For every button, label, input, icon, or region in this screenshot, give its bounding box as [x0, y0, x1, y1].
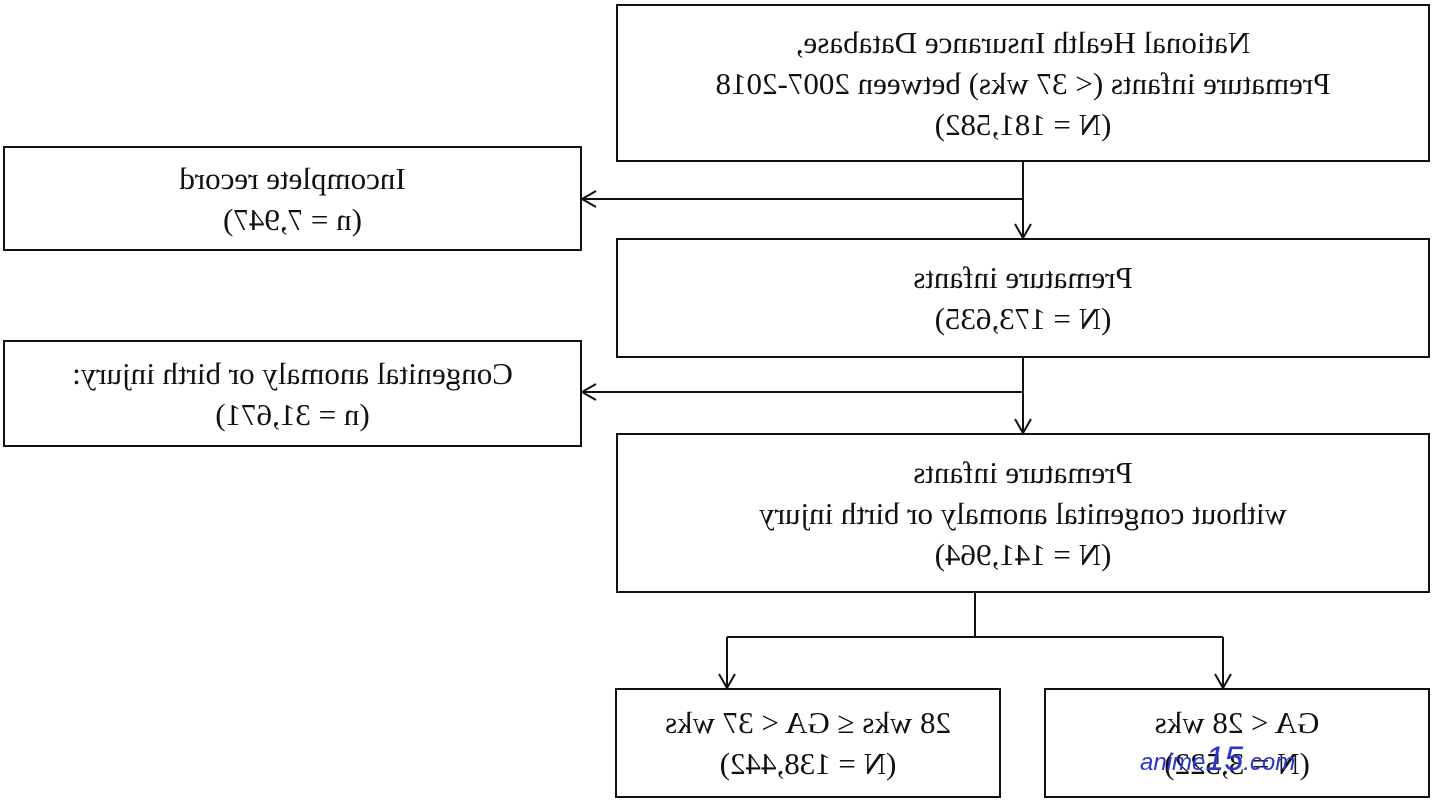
- source-line-2: Premature infants (< 37 wks) between 200…: [715, 65, 1331, 101]
- 28-to-37-count: (N = 138,442): [719, 746, 897, 781]
- arrowhead-congenital: [579, 383, 597, 401]
- congenital-count: (n = 31,671): [215, 396, 370, 432]
- under-28-label: GA < 28 wks: [1154, 705, 1320, 740]
- source-box: National Health Insurance Database, Prem…: [616, 4, 1430, 162]
- incomplete-record-box: Incomplete record (n = 7,947): [3, 146, 582, 251]
- premature-label: Premature infants: [913, 260, 1133, 295]
- premature-clean-count: (N = 141,964): [934, 536, 1112, 572]
- arrowhead-incomplete: [579, 190, 597, 208]
- source-line-1: National Health Insurance Database,: [795, 24, 1251, 60]
- 28-to-37-box: 28 wks ≤ GA < 37 wks (N = 138,442): [615, 688, 1001, 798]
- congenital-label: Congenital anomaly or birth injury:: [72, 355, 513, 391]
- premature-clean-desc: without congenital anomaly or birth inju…: [759, 495, 1287, 531]
- incomplete-count: (n = 7,947): [223, 201, 362, 237]
- watermark-part-a: anime: [1140, 749, 1206, 776]
- congenital-box: Congenital anomaly or birth injury: (n =…: [3, 340, 582, 447]
- premature-clean-label: Premature infants: [913, 454, 1133, 490]
- watermark: anime15.com: [1140, 740, 1340, 780]
- watermark-part-b: 15: [1205, 740, 1244, 778]
- premature-clean-box: Premature infants without congenital ano…: [616, 433, 1430, 593]
- 28-to-37-label: 28 wks ≤ GA < 37 wks: [665, 705, 951, 740]
- incomplete-label: Incomplete record: [179, 160, 406, 196]
- premature-box: Premature infants (N = 173,635): [616, 238, 1430, 358]
- source-line-3: (N = 181,582): [934, 106, 1112, 142]
- watermark-part-c: .com: [1243, 749, 1296, 776]
- premature-count: (N = 173,635): [934, 301, 1112, 336]
